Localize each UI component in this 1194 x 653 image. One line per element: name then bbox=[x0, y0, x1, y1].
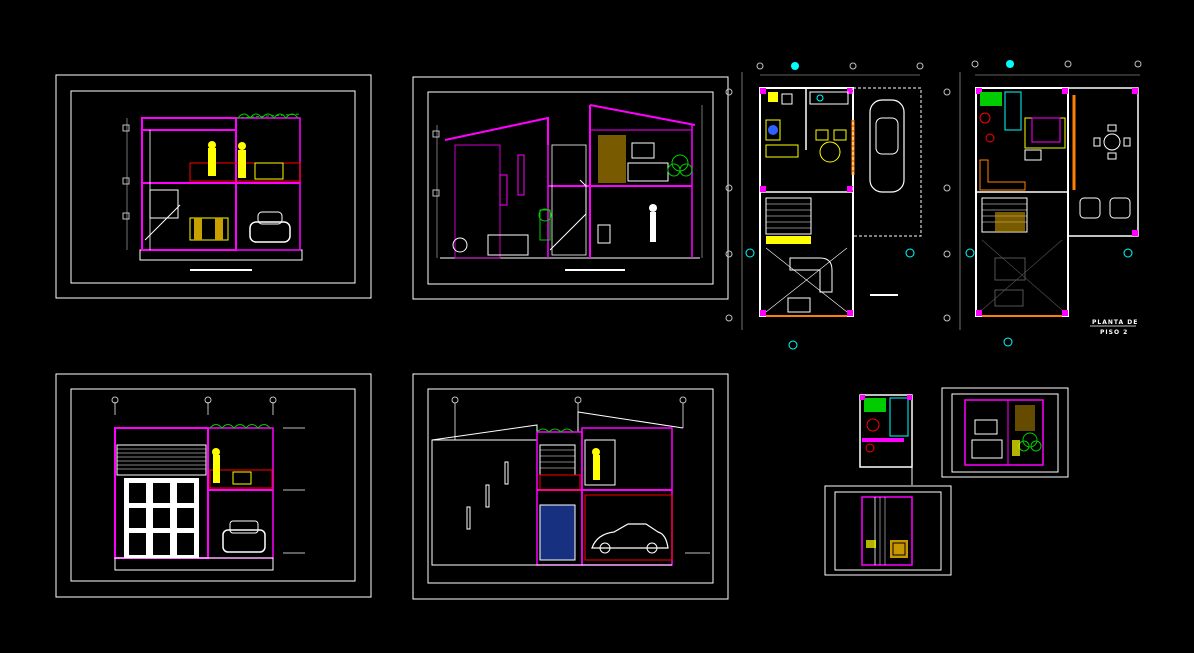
sheet-side-elevation bbox=[412, 373, 729, 600]
sheet-detail-bath bbox=[859, 394, 913, 485]
sheet-detail-kitchen bbox=[941, 387, 1069, 478]
plan-title-line1: PLANTA DE bbox=[1092, 319, 1138, 326]
sheet-plan-level-1 bbox=[725, 62, 924, 350]
sheet-plan-level-2: PLANTA DE PISO 2 bbox=[943, 60, 1142, 347]
sheet-section-a bbox=[55, 74, 372, 299]
sheet-section-b bbox=[412, 76, 729, 300]
plan-title-line2: PISO 2 bbox=[1100, 329, 1128, 336]
sheet-front-elevation bbox=[55, 373, 372, 598]
sheet-detail-closet bbox=[824, 485, 952, 576]
